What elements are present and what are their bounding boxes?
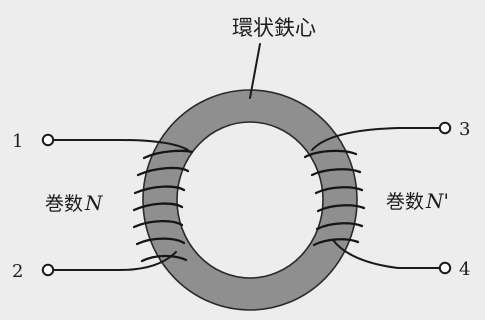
terminal-4-label: 4 <box>459 259 470 280</box>
toroidal-core <box>142 89 358 311</box>
core-leader-line <box>249 43 261 99</box>
terminal-3-node <box>438 121 452 135</box>
primary-turns-prefix: 巻数 <box>45 193 83 215</box>
terminal-2-label: 2 <box>12 261 23 282</box>
secondary-turns-symbol: N' <box>425 189 449 213</box>
secondary-lead-3 <box>311 127 441 151</box>
terminal-1-label: 1 <box>12 131 23 152</box>
terminal-3-label: 3 <box>459 119 470 140</box>
core-title: 環状鉄心 <box>232 16 316 40</box>
secondary-turns-prefix: 巻数 <box>386 191 424 213</box>
primary-lead-1 <box>47 139 189 151</box>
secondary-lead-4 <box>332 239 441 269</box>
terminal-1-node <box>41 133 55 147</box>
terminal-2-node <box>41 263 55 277</box>
primary-turns-symbol: N <box>84 191 104 215</box>
secondary-winding <box>303 149 366 247</box>
terminal-4-node <box>438 261 452 275</box>
primary-winding <box>132 149 194 263</box>
